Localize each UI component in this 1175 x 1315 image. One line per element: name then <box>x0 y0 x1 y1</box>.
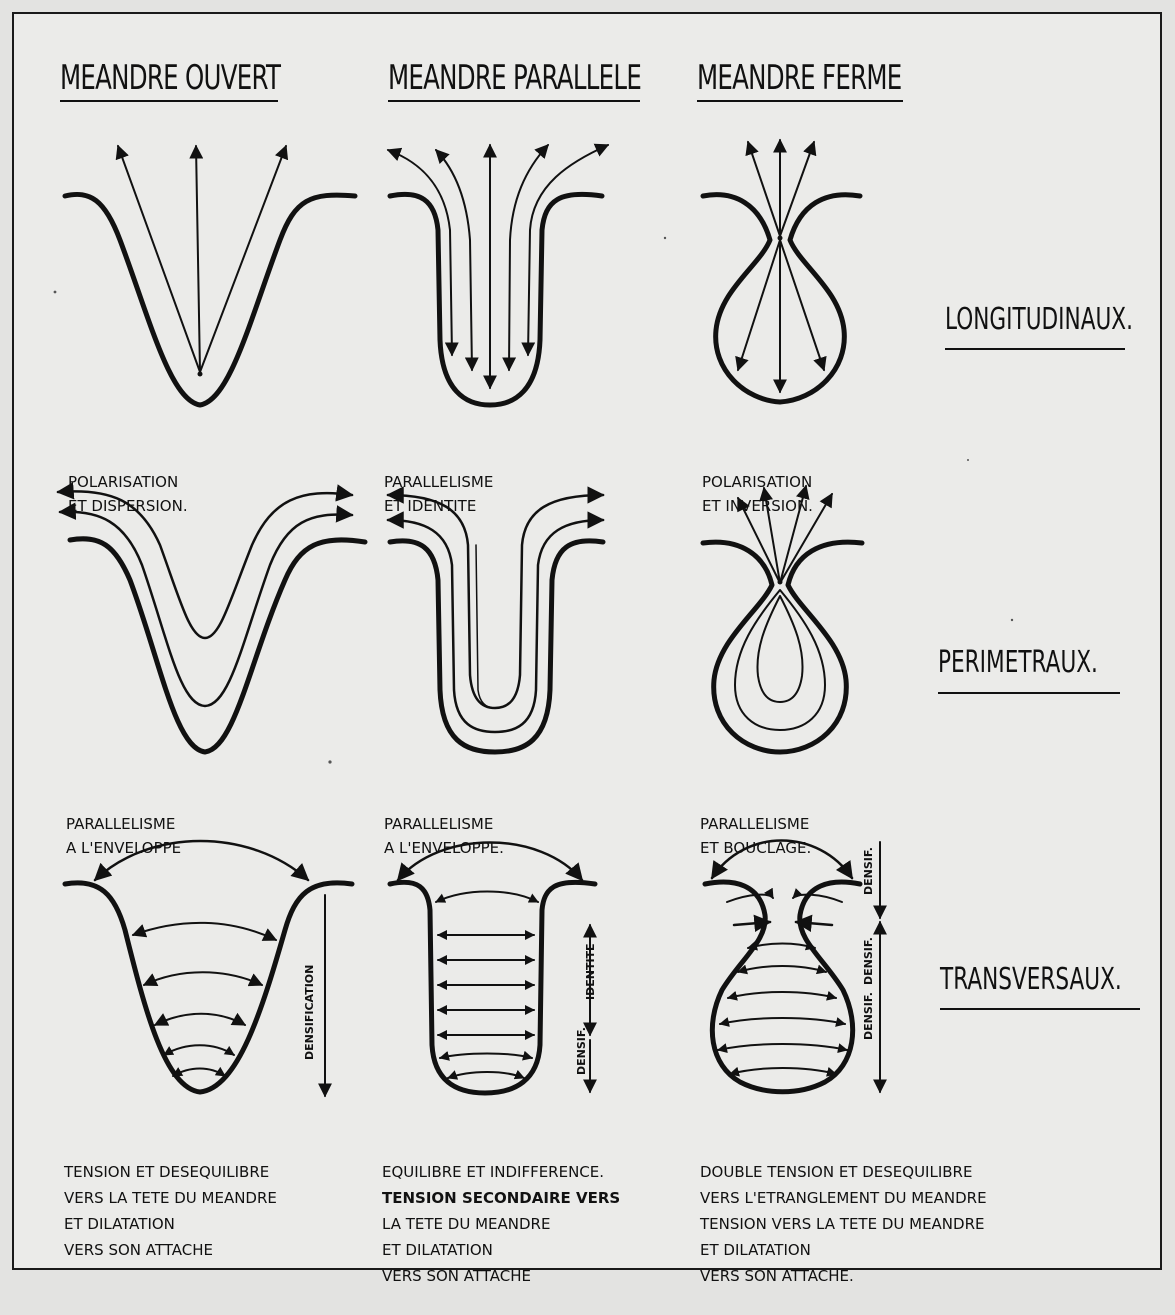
loop-line <box>735 590 825 730</box>
paper-speckles <box>54 237 1014 821</box>
tension-arrow <box>133 923 276 940</box>
tension-arrow <box>727 895 773 902</box>
tension-arrow <box>793 895 842 902</box>
meander-outline <box>705 882 860 1092</box>
flow-arrow <box>196 146 200 372</box>
meander-outline <box>65 883 352 1092</box>
meander-outline <box>70 539 365 752</box>
flow-arrow <box>58 491 352 638</box>
tension-arrow <box>738 966 826 972</box>
tension-arrow <box>448 1072 524 1078</box>
flow-arrow <box>60 512 352 706</box>
tension-arrow <box>144 972 262 985</box>
focus-point <box>778 580 783 585</box>
flow-arrow <box>118 146 200 372</box>
tension-arrow <box>720 1018 845 1024</box>
meander-outline <box>390 882 595 1093</box>
tension-arrow <box>155 1014 245 1025</box>
focus-point <box>198 372 203 377</box>
meander-outline <box>65 194 355 405</box>
tension-arrow <box>95 841 308 880</box>
focus-point <box>778 236 783 241</box>
meander-outline <box>390 541 603 752</box>
tension-arrow <box>730 1068 836 1074</box>
loop-line <box>757 596 802 702</box>
flow-arrow <box>388 150 452 355</box>
tension-arrow <box>173 1069 225 1077</box>
flow-arrow <box>388 495 603 708</box>
tension-arrow <box>712 841 852 879</box>
tension-arrow <box>436 892 538 903</box>
meander-drawings <box>0 0 1175 1281</box>
meander-outline <box>390 194 602 405</box>
tension-arrow <box>440 1054 532 1059</box>
tension-arrow <box>718 1044 847 1050</box>
tension-arrow <box>398 843 582 881</box>
flow-arrow <box>780 494 832 583</box>
meander-outline <box>703 195 860 402</box>
tension-arrow <box>728 992 836 998</box>
flow-arrow <box>388 520 603 732</box>
tension-arrow <box>164 1045 234 1055</box>
